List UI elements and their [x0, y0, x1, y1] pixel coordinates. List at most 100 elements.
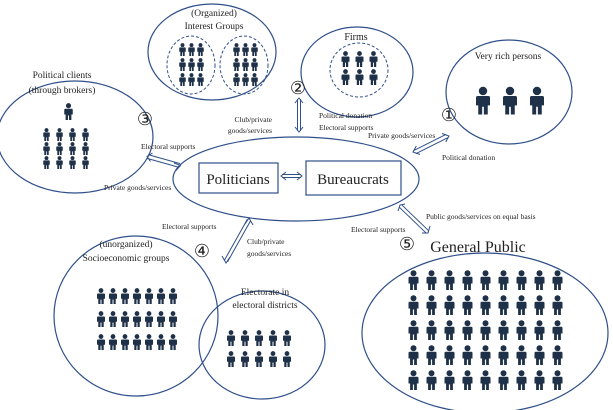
public-person-icon — [552, 295, 563, 315]
public-person-icon — [498, 320, 509, 340]
interest-a-person-icon — [197, 43, 204, 56]
public-person-icon — [498, 345, 509, 365]
socio-person-icon — [133, 334, 141, 350]
public-person-icon — [408, 270, 419, 290]
firms-person-icon — [341, 51, 350, 67]
interest-a-person-icon — [179, 73, 186, 86]
public-person-icon — [516, 295, 527, 315]
flow-private-goods-rich: Private goods/services — [368, 131, 435, 140]
electorate-person-icon — [227, 351, 235, 367]
clients-person-icon — [43, 156, 50, 169]
socio-person-icon — [121, 311, 129, 327]
center-ellipse — [172, 136, 420, 222]
flow-political-donation-top: Political donation — [319, 111, 372, 120]
interest-a-person-icon — [188, 43, 195, 56]
rich-person-icon — [476, 86, 490, 115]
socio-person-icon — [97, 311, 105, 327]
politicians-box — [198, 162, 279, 194]
electorate-label-2: electoral districts — [232, 301, 297, 311]
public-person-icon — [408, 320, 419, 340]
public-person-icon — [444, 370, 455, 390]
public-person-icon — [498, 295, 509, 315]
flow-public-goods: Public goods/services on equal basis — [426, 212, 536, 221]
firms-person-icon — [369, 69, 378, 85]
marker-1: ① — [441, 105, 457, 125]
arrow-5 — [397, 203, 431, 234]
public-person-icon — [408, 295, 419, 315]
flow-club-top-1: Club/private — [235, 115, 273, 124]
interest-a-person-icon — [188, 58, 195, 71]
public-person-icon — [444, 295, 455, 315]
electorate-ellipse — [198, 290, 326, 400]
interest-b-person-icon — [242, 43, 249, 56]
arrow-1 — [412, 133, 450, 155]
interest-a-person-icon — [188, 73, 195, 86]
firms-person-icon — [369, 51, 378, 67]
public-person-icon — [408, 345, 419, 365]
clients-person-icon — [69, 156, 76, 169]
clients-person-icon — [82, 156, 89, 169]
socio-person-icon — [97, 288, 105, 304]
clients-person-icon — [43, 142, 50, 155]
socio-person-icon — [145, 334, 153, 350]
firms-label: Firms — [344, 32, 367, 43]
interest-b-person-icon — [251, 58, 258, 71]
flow-club-top-2: goods/services — [228, 126, 272, 135]
firms-person-icon — [355, 51, 364, 67]
electorate-person-icon — [241, 330, 249, 346]
socio-person-icon — [121, 288, 129, 304]
public-person-icon — [462, 370, 473, 390]
public-person-icon — [480, 345, 491, 365]
electorate-person-icon — [255, 330, 263, 346]
public-person-icon — [516, 345, 527, 365]
bureaucrats-label: Bureaucrats — [317, 172, 389, 188]
public-person-icon — [498, 370, 509, 390]
firms-ellipse — [300, 26, 414, 118]
firms-dashed — [329, 42, 389, 98]
public-person-icon — [498, 270, 509, 290]
public-person-icon — [516, 370, 527, 390]
electorate-person-icon — [283, 351, 291, 367]
public-person-icon — [552, 270, 563, 290]
clients-person-icon — [43, 128, 50, 141]
socio-person-icon — [109, 288, 117, 304]
public-person-icon — [534, 345, 545, 365]
socio-person-icon — [169, 334, 177, 350]
electorate-person-icon — [227, 330, 235, 346]
socio-person-icon — [169, 311, 177, 327]
electorate-label-1: Electorate in — [241, 288, 290, 298]
socio-person-icon — [109, 334, 117, 350]
public-person-icon — [534, 270, 545, 290]
electorate-person-icon — [283, 330, 291, 346]
flow-private-goods-left: Private goods/services — [104, 183, 171, 192]
interest-b-person-icon — [251, 43, 258, 56]
public-person-icon — [480, 295, 491, 315]
bureaucrats-box — [305, 160, 402, 196]
clients-label-2: (through brokers) — [29, 85, 96, 96]
clients-label-1: Political clients — [33, 71, 92, 81]
interest-b-person-icon — [251, 73, 258, 86]
rich-ellipse — [445, 39, 573, 145]
marker-4: ④ — [194, 241, 210, 261]
public-person-icon — [426, 320, 437, 340]
public-person-icon — [534, 370, 545, 390]
center-double-arrow — [280, 171, 303, 181]
flow-electoral-supports-top: Electoral supports — [319, 123, 373, 132]
interest-a-person-icon — [197, 73, 204, 86]
public-person-icon — [552, 370, 563, 390]
public-person-icon — [462, 270, 473, 290]
socio-person-icon — [169, 288, 177, 304]
public-person-icon — [462, 320, 473, 340]
public-person-icon — [534, 295, 545, 315]
rich-label: Very rich persons — [475, 52, 542, 62]
flow-political-donation-rich: Political donation — [442, 153, 495, 162]
socio-person-icon — [145, 311, 153, 327]
public-person-icon — [480, 320, 491, 340]
flow-club-bl-1: Club/private — [247, 237, 285, 246]
socio-person-icon — [97, 334, 105, 350]
flow-electoral-supports-bl: Electoral supports — [162, 222, 216, 231]
socio-label-1: (unorganized) — [99, 239, 152, 250]
flow-club-bl-2: goods/services — [247, 249, 291, 258]
public-person-icon — [534, 320, 545, 340]
